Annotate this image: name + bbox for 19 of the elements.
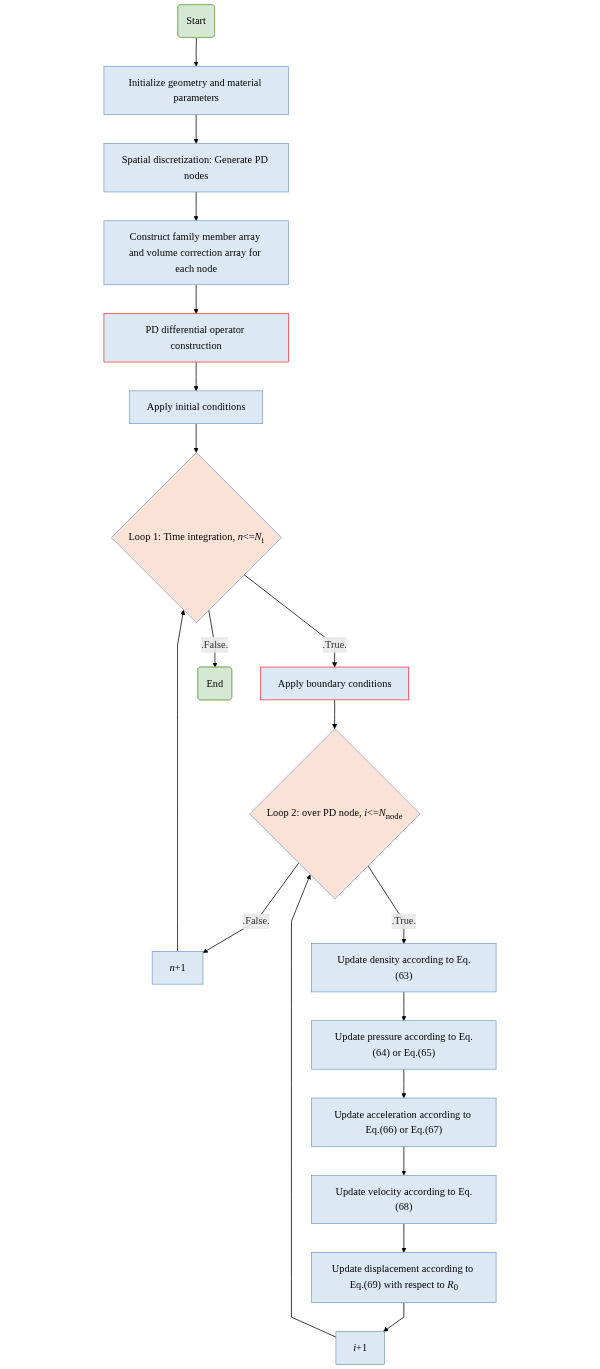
edge-label: .False. [201, 638, 229, 651]
node-box: n+1 [151, 951, 204, 985]
node-diamond: Loop 2: over PD node, i<=N$_{node}$ [249, 728, 421, 900]
node-box: Update pressure according to Eq.(64) or Eq.(65) [311, 1020, 497, 1070]
edge-label: .True. [322, 638, 347, 651]
node-box: Update acceleration according to Eq.(66) or Eq.(67) [311, 1097, 497, 1147]
node-box: i+1 [335, 1331, 385, 1365]
node-box: Construct family member array and volume correction array for each node [103, 220, 289, 286]
node-box: Update velocity according to Eq.(68) [311, 1174, 497, 1224]
node-box: Apply boundary conditions [260, 666, 409, 701]
node-box: Spatial discretization: Generate PD nodes [103, 143, 289, 193]
edge-label: .True. [391, 915, 417, 927]
node-box: Apply initial conditions [129, 390, 264, 424]
node-box: Update density according to Eq.(63) [311, 943, 497, 993]
edge-label: .False. [242, 915, 270, 927]
node-box: PD differential operator construction [103, 313, 289, 363]
node-box: Initialize geometry and material parameters [103, 66, 289, 115]
node-box: Update displacement according to Eq.(69) with respect to R$_{0}$ [311, 1252, 497, 1303]
node-diamond: Loop 1: Time integration, n<=N$_{t}$ [111, 452, 282, 623]
